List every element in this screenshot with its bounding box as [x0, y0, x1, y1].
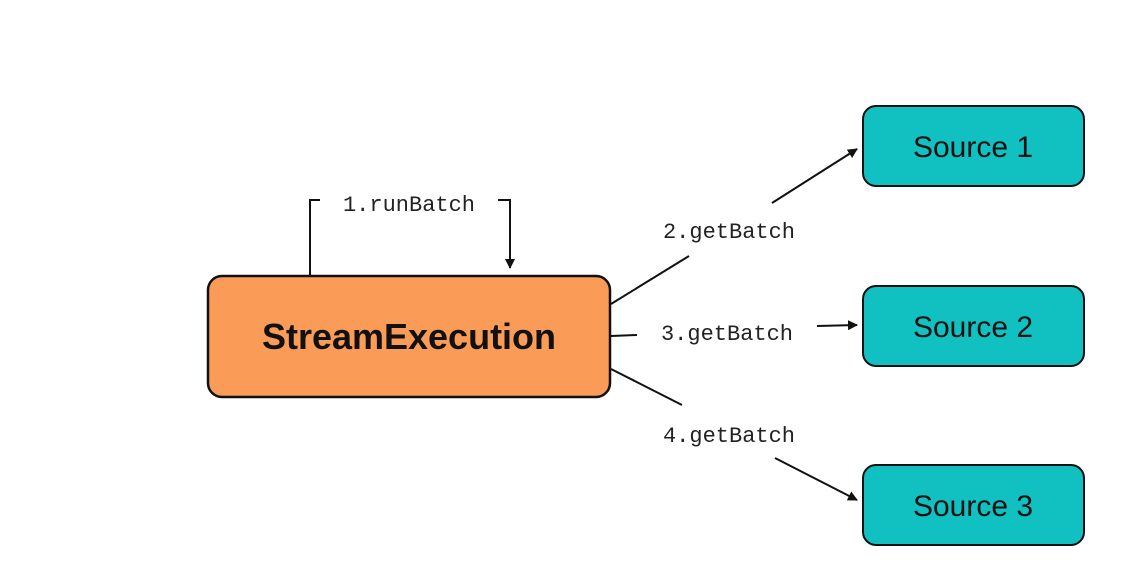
run-batch-line-left [309, 199, 320, 276]
get-batch-2-line-start [610, 334, 638, 337]
edge-label-get-batch-3: 4.getBatch [663, 424, 795, 449]
edge-get-batch-2: 3.getBatch [610, 320, 858, 347]
edge-label-get-batch-1: 2.getBatch [663, 220, 795, 245]
edge-label-run-batch: 1.runBatch [343, 193, 475, 218]
run-batch-line-right [498, 199, 515, 269]
edge-label-get-batch-2: 3.getBatch [661, 322, 793, 347]
source-2-label: Source 2 [913, 311, 1033, 344]
edge-get-batch-3: 4.getBatch [610, 368, 858, 501]
edge-get-batch-1: 2.getBatch [610, 148, 858, 305]
node-stream-execution: StreamExecution [206, 274, 612, 399]
get-batch-3-line-start [610, 368, 683, 406]
source-3-box [862, 464, 1085, 546]
get-batch-1-line-start [610, 255, 690, 305]
node-source-2: Source 2 [862, 285, 1085, 367]
stream-execution-box [206, 274, 612, 399]
get-batch-1-line-end [771, 148, 858, 204]
node-source-3: Source 3 [862, 464, 1085, 546]
get-batch-2-line-end [816, 320, 858, 331]
node-source-1: Source 1 [862, 105, 1085, 187]
get-batch-3-line-end [774, 457, 858, 501]
source-3-label: Source 3 [913, 490, 1033, 523]
source-2-box [862, 285, 1085, 367]
source-1-box [862, 105, 1085, 187]
stream-execution-label: StreamExecution [262, 316, 556, 357]
source-1-label: Source 1 [913, 131, 1033, 164]
edge-run-batch: 1.runBatch [309, 193, 515, 276]
